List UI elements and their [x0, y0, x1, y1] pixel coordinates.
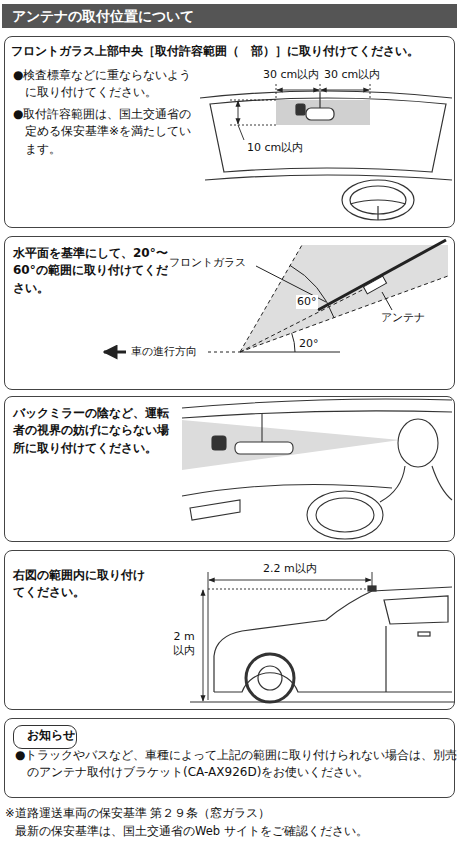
- instruction-text: ●トラックやバスなど、車種によって上記の範囲に取り付けられない場合は、別売のアン…: [15, 747, 459, 782]
- note-text: ●検査標章などに重ならないように取り付けてください。: [13, 67, 193, 102]
- roof-line: [182, 411, 452, 418]
- driver-head: [398, 419, 438, 467]
- page-title: アンテナの取付位置について: [2, 4, 457, 28]
- dimension-line: [276, 84, 277, 100]
- dimension-line: [209, 580, 371, 581]
- horizontal-line: [208, 352, 240, 353]
- angle-arc: [292, 333, 295, 352]
- dimension-line: [230, 84, 370, 140]
- instruction-panel: バックミラーの陰など、運転者の視界の妨げにならない場所に取り付けてください。: [4, 396, 455, 542]
- door-line: [385, 626, 386, 692]
- direction-label: 車の進行方向: [130, 345, 198, 359]
- antenna: [368, 586, 376, 591]
- rear-mirror: [306, 108, 334, 120]
- dimension-label: 30 cm以内: [323, 68, 381, 82]
- rear-mirror: [235, 442, 293, 454]
- dimension-line: [320, 84, 321, 93]
- horizontal-line: [240, 352, 340, 353]
- limit-line: [240, 245, 302, 352]
- driver-body: [380, 466, 452, 502]
- dimension-line: [277, 90, 319, 91]
- limit-line: [240, 276, 448, 352]
- dimension-line: [238, 101, 239, 124]
- instruction-text: 右図の範囲内に取り付けてください。: [13, 567, 153, 602]
- steering-wheel: [342, 180, 414, 220]
- note-text: ●取付許容範囲は、国土交通省の定める保安基準※を満たしています。: [13, 106, 193, 158]
- instruction-panel: 右図の範囲内に取り付けてください。: [4, 550, 455, 710]
- direction-arrow: [104, 351, 126, 354]
- interior-view: [182, 399, 452, 539]
- instruction-text: フロントガラス上部中央［取付許容範囲（ 部）］に取り付けてください。: [11, 43, 453, 60]
- dimension-line: [372, 572, 373, 586]
- dimension-label: 2 m 以内: [170, 630, 198, 658]
- roof-line: [200, 91, 452, 98]
- steering-wheel: [316, 498, 374, 532]
- note-heading: お知らせ: [20, 727, 82, 744]
- ground-line: [190, 701, 455, 702]
- allowed-area: [276, 100, 370, 125]
- dimension-line: [238, 125, 244, 140]
- footnote: 最新の保安基準は、国土交通省のWeb サイトをご確認ください。: [14, 824, 369, 838]
- dimension-label: 2.2 m以内: [262, 562, 318, 576]
- sight-range: [182, 420, 400, 470]
- dimension-line: [203, 572, 372, 701]
- instruction-text: 水平面を基準にして、20°〜60°の範囲に取り付けてください。: [13, 245, 173, 297]
- antenna: [363, 276, 386, 294]
- dimension-label: 30 cm以内: [262, 68, 320, 82]
- windshield: [210, 98, 446, 172]
- dimension-label: 10 cm以内: [246, 141, 304, 155]
- dimension-line: [230, 125, 276, 126]
- part-label: アンテナ: [380, 311, 426, 325]
- mirror-stem: [319, 93, 320, 108]
- car-window: [384, 596, 448, 624]
- steering-wheel: [307, 491, 383, 539]
- dimension-line: [208, 572, 209, 700]
- angle-arc: [290, 265, 334, 317]
- windshield-line: [318, 240, 446, 310]
- car-side-view: [190, 586, 455, 702]
- antenna: [296, 104, 305, 115]
- mirror-stem: [261, 414, 262, 442]
- part-label: フロントガラス: [168, 256, 247, 270]
- door-handle: [418, 632, 430, 636]
- dimension-line: [321, 90, 369, 91]
- leader-line: [382, 292, 392, 310]
- steering-spoke: [350, 200, 406, 220]
- dimension-line: [370, 84, 371, 100]
- antenna: [212, 436, 226, 450]
- air-vent: [190, 500, 240, 520]
- antenna-line: [240, 285, 372, 352]
- instruction-text: バックミラーの陰など、運転者の視界の妨げにならない場所に取り付けてください。: [13, 405, 179, 457]
- note-tag: お知らせ: [13, 725, 77, 749]
- instruction-panel: フロントガラス上部中央［取付許容範囲（ 部）］に取り付けてください。 ●検査標章な…: [4, 36, 455, 228]
- angle-label: 60°: [296, 295, 318, 309]
- dashboard: [182, 484, 392, 496]
- roof-line: [182, 399, 452, 408]
- angle-label: 20°: [298, 337, 320, 351]
- wheel: [258, 666, 282, 690]
- footnote: ※道路運送車両の保安基準 第２９条（窓ガラス）: [4, 806, 271, 820]
- dimension-line: [230, 100, 276, 101]
- wheel: [246, 654, 294, 702]
- dimension-line: [208, 589, 368, 590]
- note-box: お知らせ●トラックやバスなど、車種によって上記の範囲に取り付けられない場合は、別…: [4, 718, 455, 798]
- dimension-line: [203, 590, 204, 701]
- dashboard: [205, 175, 452, 180]
- car-body: [214, 587, 452, 692]
- windshield-view: [200, 91, 452, 220]
- angle-range: [240, 245, 448, 352]
